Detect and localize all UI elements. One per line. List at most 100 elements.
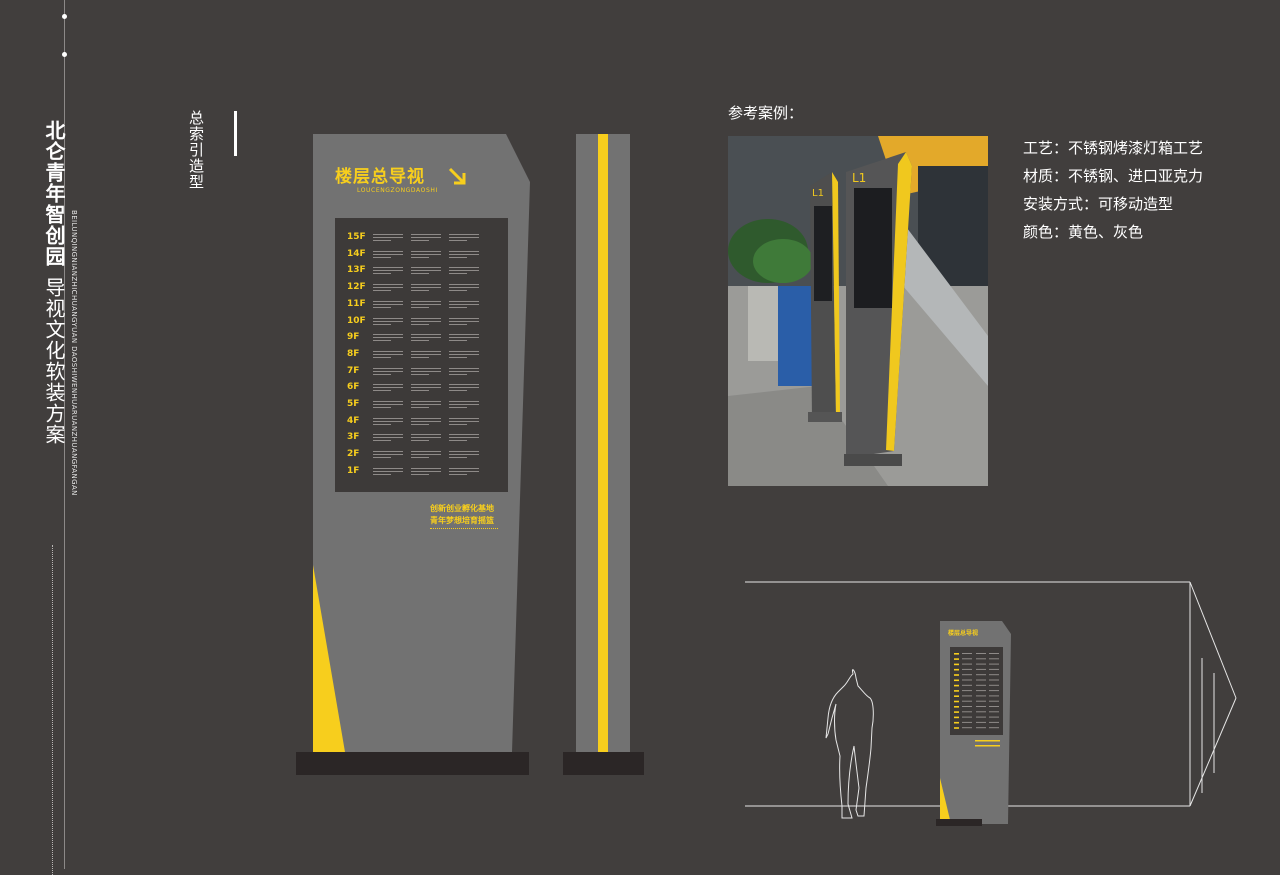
tenant-text-line (449, 340, 467, 342)
tenant-text-line (373, 303, 403, 305)
mini-tenant-line (962, 695, 972, 697)
tenant-text-line (373, 334, 403, 336)
tenant-text-line (373, 420, 403, 422)
tenant-text-line (449, 240, 467, 241)
mini-floor-mark (954, 711, 959, 713)
floor-label: 15F (347, 232, 366, 242)
tenant-text-line (411, 267, 441, 269)
tenant-text-line (411, 390, 429, 392)
mini-tenant-line (976, 700, 986, 702)
mini-floor-mark (954, 706, 959, 708)
sign-base (296, 752, 529, 775)
tenant-text-line (449, 370, 479, 372)
tenant-text-line (411, 340, 429, 342)
tenant-text-line (449, 356, 467, 358)
mini-floor-mark (954, 695, 959, 697)
floor-label: 13F (347, 265, 366, 276)
tenant-text-line (411, 284, 441, 286)
floor-row: 1F (335, 466, 508, 482)
floor-row: 2F (335, 449, 508, 465)
brand-title: 北仑青年智创园导视文化软装方案 (40, 120, 69, 445)
tenant-text-line (411, 451, 441, 453)
floor-row: 5F (335, 399, 508, 415)
tenant-text-line (373, 273, 391, 275)
sign-subtitle: LOUCENGZONGDAOSHI (357, 187, 438, 194)
tenant-text-line (373, 256, 391, 258)
tenant-text-line (449, 434, 479, 436)
mini-tenant-line (989, 658, 999, 660)
tenant-text-line (449, 234, 479, 235)
tenant-text-line (373, 290, 391, 292)
mini-tenant-line (962, 668, 972, 670)
tenant-text-line (449, 373, 467, 375)
tenant-text-line (411, 457, 429, 459)
slogan-line-1: 创新创业孵化基地 (430, 504, 494, 513)
mini-floor-mark (954, 721, 959, 724)
mini-sign-yellow-corner (940, 778, 951, 824)
tenant-text-line (373, 457, 391, 459)
floor-label: 9F (347, 332, 360, 343)
mini-tenant-line (976, 690, 986, 692)
mini-tenant-line (976, 711, 986, 713)
reference-photo-sign-label: L1 (852, 171, 866, 185)
tenant-text-line (411, 253, 441, 255)
tenant-text-line (411, 404, 441, 405)
mini-tenant-line (962, 700, 972, 702)
mini-floor-mark (954, 674, 959, 676)
tenant-text-line (449, 420, 479, 422)
mini-tenant-line (976, 721, 986, 723)
tenant-text-line (449, 256, 467, 258)
tenant-text-line (411, 434, 441, 436)
tenant-text-line (411, 420, 441, 422)
tenant-text-line (411, 440, 429, 442)
tenant-text-line (373, 370, 403, 372)
tenant-text-line (411, 350, 441, 352)
tenant-text-line (373, 373, 391, 375)
floor-row: 13F (335, 265, 508, 281)
tenant-text-line (411, 240, 429, 241)
spec-craft: 工艺：不锈钢烤漆灯箱工艺 (1023, 139, 1204, 157)
floor-row: 4F (335, 416, 508, 432)
floor-row: 9F (335, 332, 508, 348)
floor-row: 12F (335, 282, 508, 298)
tenant-text-line (449, 401, 479, 402)
tenant-text-line (411, 407, 429, 408)
tenant-text-line (411, 337, 441, 339)
tenant-text-line (411, 317, 441, 319)
floor-row: 15F (335, 232, 508, 248)
mini-tenant-line (976, 668, 986, 670)
tenant-text-line (411, 437, 441, 439)
tenant-text-line (449, 273, 467, 275)
tenant-text-line (373, 300, 403, 302)
tenant-text-line (373, 467, 403, 469)
divider-dot (62, 14, 67, 19)
tenant-text-line (411, 401, 441, 402)
floor-row: 6F (335, 382, 508, 398)
tenant-text-line (411, 306, 429, 308)
mini-tenant-line (976, 727, 986, 729)
tenant-text-line (373, 454, 403, 456)
mini-tenant-line (962, 658, 972, 660)
sign-side-yellow-stripe (598, 134, 608, 752)
tenant-text-line (411, 373, 429, 375)
tenant-text-line (449, 337, 479, 339)
floor-label: 4F (347, 415, 360, 426)
tenant-text-line (373, 356, 391, 358)
tenant-text-line (411, 250, 441, 252)
tenant-text-line (411, 454, 441, 456)
spec-list: 工艺：不锈钢烤漆灯箱工艺 材质：不锈钢、进口亚克力 安装方式：可移动造型 颜色：… (1023, 134, 1203, 246)
brand-pinyin: BEILUNQINGNIANZHICHUANGYUAN DAOSHIWENHUA… (70, 210, 78, 496)
tenant-text-line (373, 440, 391, 442)
tenant-text-line (449, 300, 479, 302)
mini-slogan-line (975, 740, 1000, 742)
mini-sign-rows (954, 653, 999, 729)
mini-tenant-line (989, 695, 999, 697)
tenant-text-line (449, 323, 467, 325)
mini-tenant-line (976, 679, 986, 681)
mini-tenant-line (989, 668, 999, 670)
tenant-text-line (373, 401, 403, 402)
mini-tenant-line (989, 700, 999, 702)
tenant-text-line (411, 323, 429, 325)
mini-floor-mark (954, 684, 959, 687)
floor-label: 5F (347, 399, 360, 409)
